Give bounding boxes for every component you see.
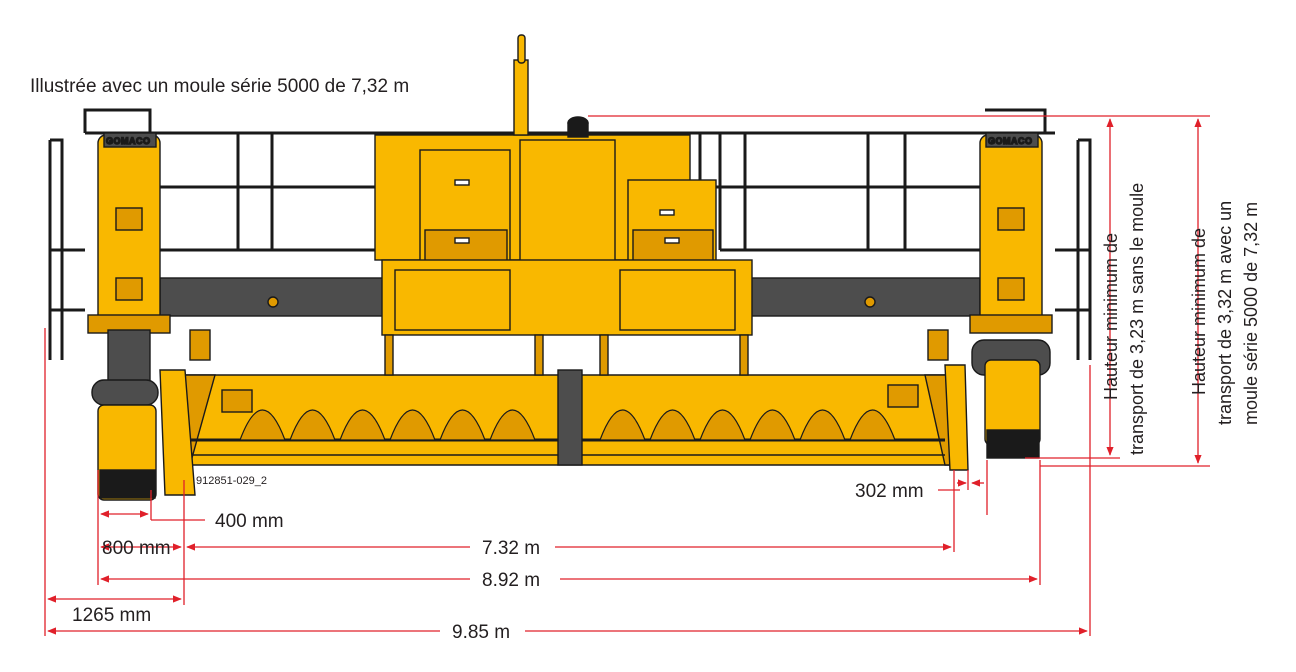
exhaust-stack: [513, 59, 529, 136]
height-label-with-mold-line-1: Hauteur minimum de: [1189, 228, 1209, 395]
paver-machine: GOMACO GOMACO: [48, 34, 1092, 501]
dim-outer-track-width: 8.92 m: [482, 570, 540, 591]
dim-left-track-span: 800 mm: [102, 538, 171, 559]
dim-mold-width: 7.32 m: [482, 538, 540, 559]
height-label-without-mold: Hauteur minimum de transport de 3,23 m s…: [1101, 183, 1147, 455]
lift-cylinders: [189, 329, 949, 376]
dim-overall-width: 9.85 m: [452, 622, 510, 643]
dimension-lines: [44, 115, 1210, 636]
dim-left-overhang: 1265 mm: [72, 605, 151, 626]
drawing-id: 912851-029_2: [196, 475, 267, 487]
left-brand-label: GOMACO: [106, 136, 151, 146]
height-label-without-mold-line-1: Hauteur minimum de: [1101, 233, 1121, 400]
dim-track-width: 400 mm: [215, 511, 284, 532]
right-frame-beam: [739, 277, 981, 317]
auger-flights: [239, 409, 896, 441]
left-leg: [87, 132, 171, 501]
height-label-with-mold: Hauteur minimum de transport de 3,32 m a…: [1189, 201, 1261, 425]
dim-right-offset: 302 mm: [855, 481, 924, 502]
right-brand-label: GOMACO: [988, 136, 1033, 146]
height-label-with-mold-line-3: moule série 5000 de 7,32 m: [1241, 202, 1261, 425]
caption: Illustrée avec un moule série 5000 de 7,…: [30, 76, 409, 97]
height-label-without-mold-line-2: transport de 3,23 m sans le moule: [1127, 183, 1147, 455]
right-leg: [969, 132, 1053, 459]
height-label-with-mold-line-2: transport de 3,32 m avec un: [1215, 201, 1235, 425]
